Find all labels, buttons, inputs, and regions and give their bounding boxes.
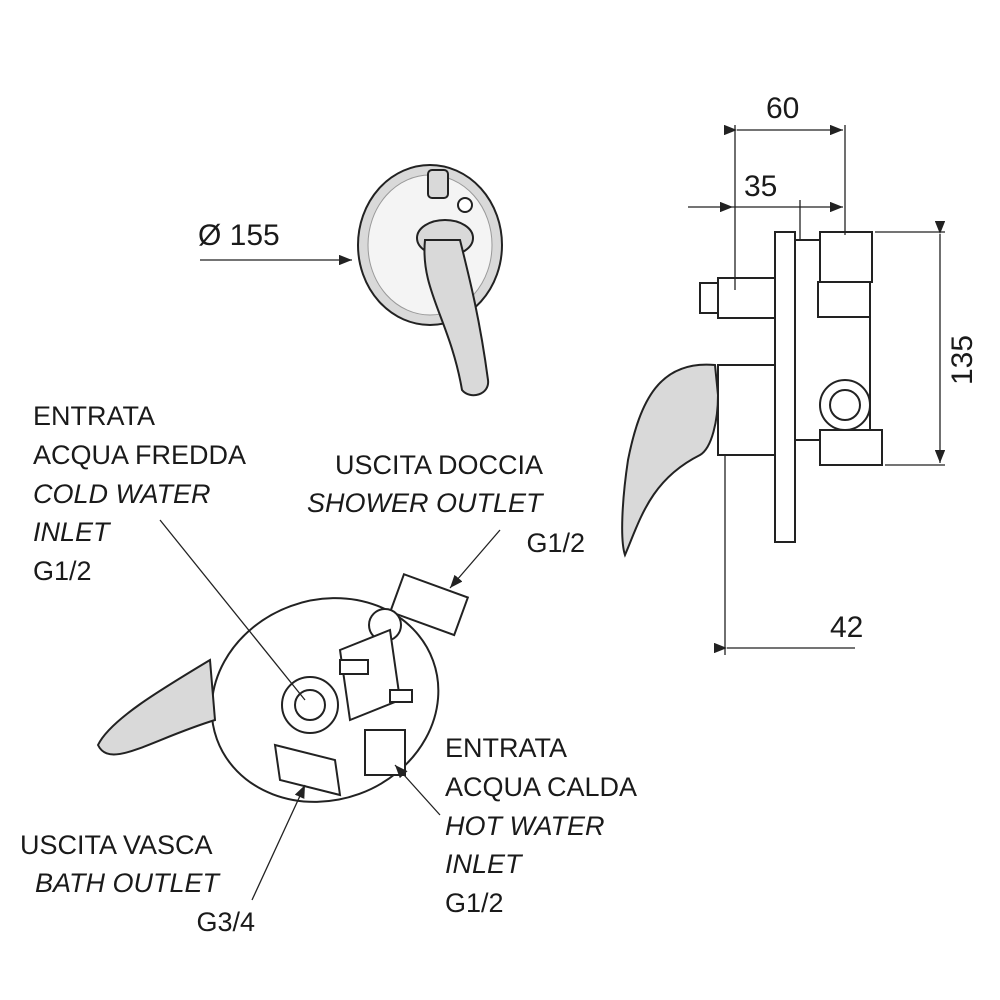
label-text: USCITA VASCA <box>20 830 213 860</box>
leader-cold <box>159 519 306 701</box>
dim-60-label: 60 <box>766 92 799 125</box>
label-text: ACQUA FREDDA <box>33 440 246 470</box>
label-text: INLET <box>445 849 524 879</box>
bath-outlet-label: USCITA VASCA BATH OUTLET G3/4 <box>20 830 255 937</box>
dim-135-label: 135 <box>946 335 979 385</box>
label-thread: G1/2 <box>526 528 585 558</box>
label-text: USCITA DOCCIA <box>335 450 543 480</box>
label-text: SHOWER OUTLET <box>307 488 545 518</box>
label-thread: G1/2 <box>33 556 92 586</box>
front-view <box>357 164 503 397</box>
cold-inlet-label: ENTRATA ACQUA FREDDA COLD WATER INLET G1… <box>33 401 246 586</box>
label-text: ENTRATA <box>33 401 155 431</box>
diverter-knob <box>427 169 449 199</box>
label-text: BATH OUTLET <box>35 868 222 898</box>
label-text: ENTRATA <box>445 733 567 763</box>
dim-35-label: 35 <box>744 170 777 203</box>
hot-inlet-label: ENTRATA ACQUA CALDA HOT WATER INLET G1/2 <box>445 733 637 918</box>
label-thread: G1/2 <box>445 888 504 918</box>
leader-hot <box>394 764 441 816</box>
leader-bath <box>251 784 306 901</box>
dim-42-label: 42 <box>830 611 863 644</box>
lever-side <box>621 363 720 558</box>
lever-rear <box>96 658 217 756</box>
label-thread: G3/4 <box>196 907 255 937</box>
shower-outlet-label: USCITA DOCCIA SHOWER OUTLET G1/2 <box>307 450 585 558</box>
label-text: INLET <box>33 517 112 547</box>
leader-shower <box>449 529 501 589</box>
diameter-label: Ø 155 <box>198 219 280 252</box>
wall-plate-side <box>774 231 796 543</box>
rear-view <box>96 572 470 803</box>
label-text: COLD WATER <box>33 479 211 509</box>
side-view <box>621 231 883 558</box>
lever-handle <box>423 239 490 397</box>
label-text: HOT WATER <box>445 811 605 841</box>
label-text: ACQUA CALDA <box>445 772 637 802</box>
